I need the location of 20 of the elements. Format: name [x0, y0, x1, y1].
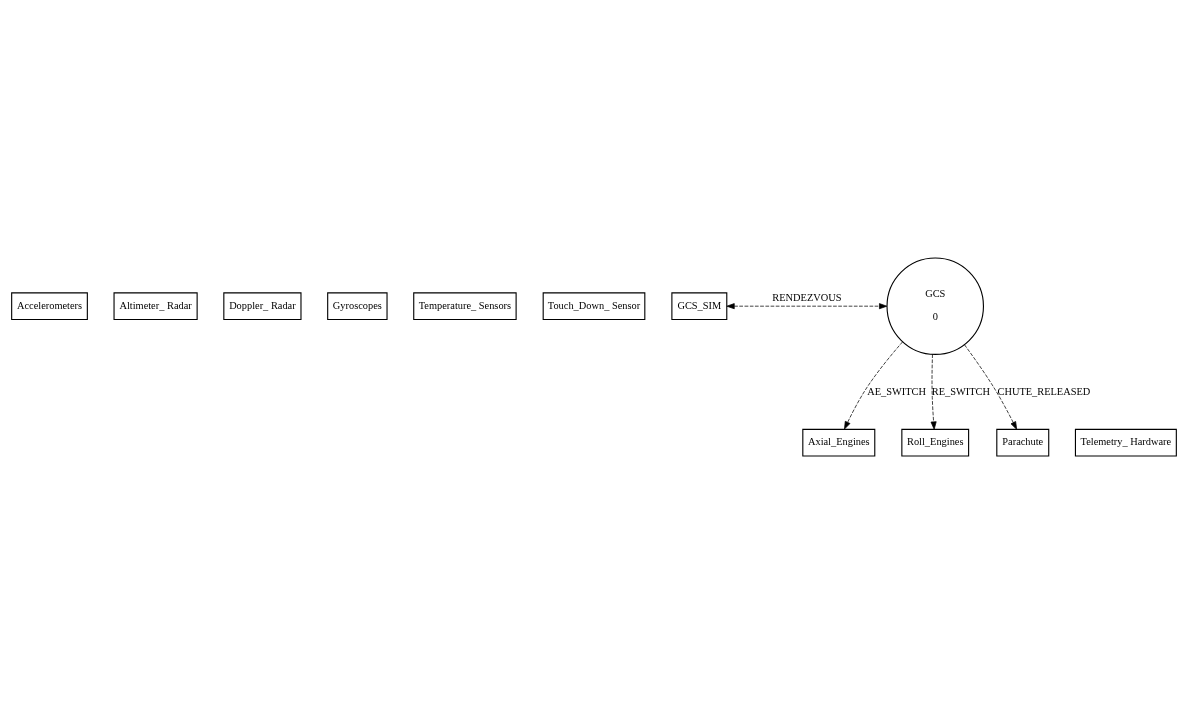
edge-label: CHUTE_RELEASED	[997, 385, 1091, 397]
node-box: Telemetry_ Hardware	[1074, 428, 1177, 457]
node-box: Doppler_ Radar	[223, 291, 302, 320]
edge-label: AE_SWITCH	[867, 385, 927, 397]
arrow	[844, 341, 903, 429]
node-box: GCS_SIM	[671, 291, 728, 320]
edge-label: RENDEZVOUS	[772, 291, 842, 303]
edge-label: RE_SWITCH	[931, 385, 990, 397]
arrow	[726, 302, 888, 309]
node-box: Accelerometers	[11, 291, 88, 320]
node-circle: GCS 0	[886, 256, 984, 355]
node-box: Gyroscopes	[327, 291, 388, 320]
node-box: Roll_Engines	[901, 428, 970, 457]
node-box: Altimeter_ Radar	[113, 291, 198, 320]
arrow	[964, 343, 1018, 430]
node-box: Axial_Engines	[802, 428, 876, 457]
node-box: Touch_Down_ Sensor	[542, 291, 646, 320]
node-box: Temperature_ Sensors	[413, 291, 517, 320]
arrow	[930, 353, 937, 430]
node-box: Parachute	[996, 428, 1050, 457]
